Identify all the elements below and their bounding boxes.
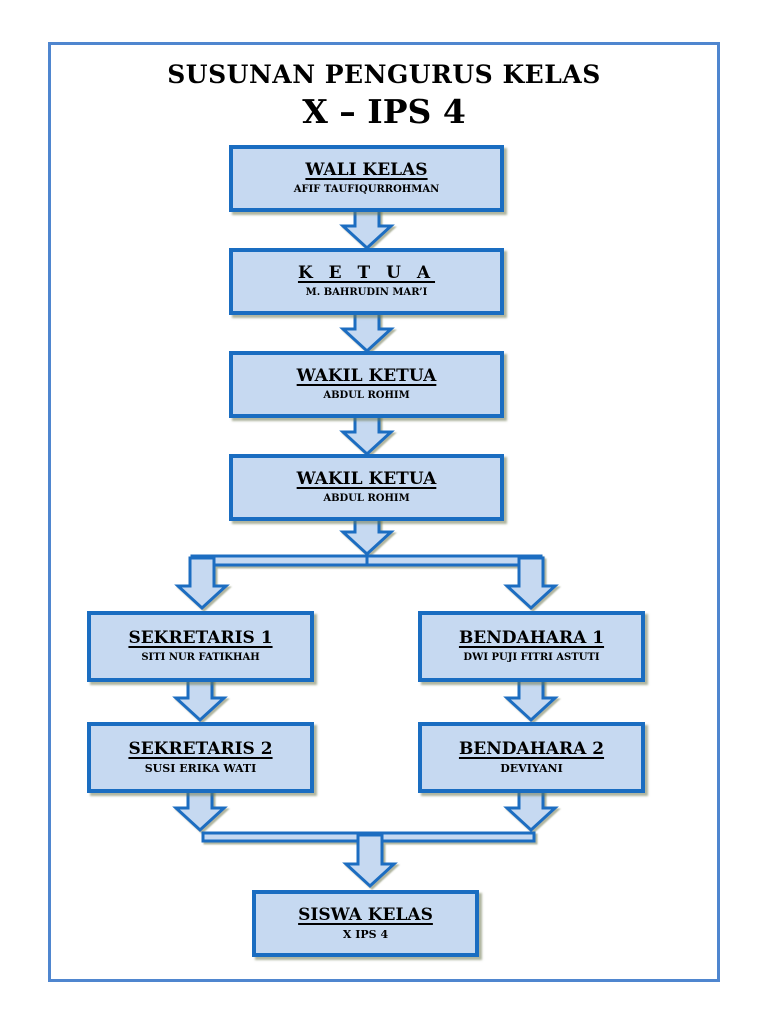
node-role: SEKRETARIS 2 <box>128 738 273 759</box>
node-wali-kelas: WALI KELAS AFIF TAUFIQURROHMAN <box>229 145 504 212</box>
node-role: SISWA KELAS <box>298 904 433 925</box>
arrow-wali-to-ketua <box>339 208 395 251</box>
node-role: WAKIL KETUA <box>296 468 437 489</box>
arrow-to-bendahara-1 <box>503 556 559 611</box>
node-name: DEVIYANI <box>500 761 563 775</box>
node-role: SEKRETARIS 1 <box>128 627 273 648</box>
page-border <box>48 42 720 982</box>
node-name: ABDUL ROHIM <box>323 389 410 401</box>
node-name: AFIF TAUFIQURROHMAN <box>293 183 440 195</box>
node-bendahara-2: BENDAHARA 2 DEVIYANI <box>418 722 645 793</box>
arrow-wakil-to-wakil <box>339 414 395 457</box>
arrow-ben2-to-merge <box>503 789 559 833</box>
document-subtitle: X – IPS 4 <box>302 92 466 131</box>
node-role: WALI KELAS <box>305 159 428 180</box>
node-wakil-ketua-1: WAKIL KETUA ABDUL ROHIM <box>229 351 504 418</box>
arrow-wakil-to-split <box>339 517 395 557</box>
node-role: BENDAHARA 1 <box>458 627 605 648</box>
node-wakil-ketua-2: WAKIL KETUA ABDUL ROHIM <box>229 454 504 521</box>
node-bendahara-1: BENDAHARA 1 DWI PUJI FITRI ASTUTI <box>418 611 645 682</box>
node-name: SUSI ERIKA WATI <box>144 761 257 775</box>
node-sekretaris-1: SEKRETARIS 1 SITI NUR FATIKHAH <box>87 611 314 682</box>
node-role: K E T U A <box>297 262 436 283</box>
node-name: ABDUL ROHIM <box>323 492 410 504</box>
document-title: SUSUNAN PENGURUS KELAS <box>167 60 601 89</box>
node-name: DWI PUJI FITRI ASTUTI <box>463 651 600 663</box>
node-name: X IPS 4 <box>342 927 389 941</box>
arrow-sek1-to-sek2 <box>172 678 228 723</box>
node-siswa-kelas: SISWA KELAS X IPS 4 <box>252 890 479 957</box>
arrow-to-sekretaris-1 <box>174 556 230 611</box>
node-role: WAKIL KETUA <box>296 365 437 386</box>
arrow-ben1-to-ben2 <box>503 678 559 723</box>
node-sekretaris-2: SEKRETARIS 2 SUSI ERIKA WATI <box>87 722 314 793</box>
arrow-ketua-to-wakil <box>339 311 395 354</box>
node-name: M. BAHRUDIN MAR’I <box>305 286 428 298</box>
node-ketua: K E T U A M. BAHRUDIN MAR’I <box>229 248 504 315</box>
arrow-sek2-to-merge <box>172 789 228 833</box>
node-name: SITI NUR FATIKHAH <box>141 651 260 663</box>
node-role: BENDAHARA 2 <box>458 738 605 759</box>
arrow-merge-to-siswa <box>342 833 398 889</box>
